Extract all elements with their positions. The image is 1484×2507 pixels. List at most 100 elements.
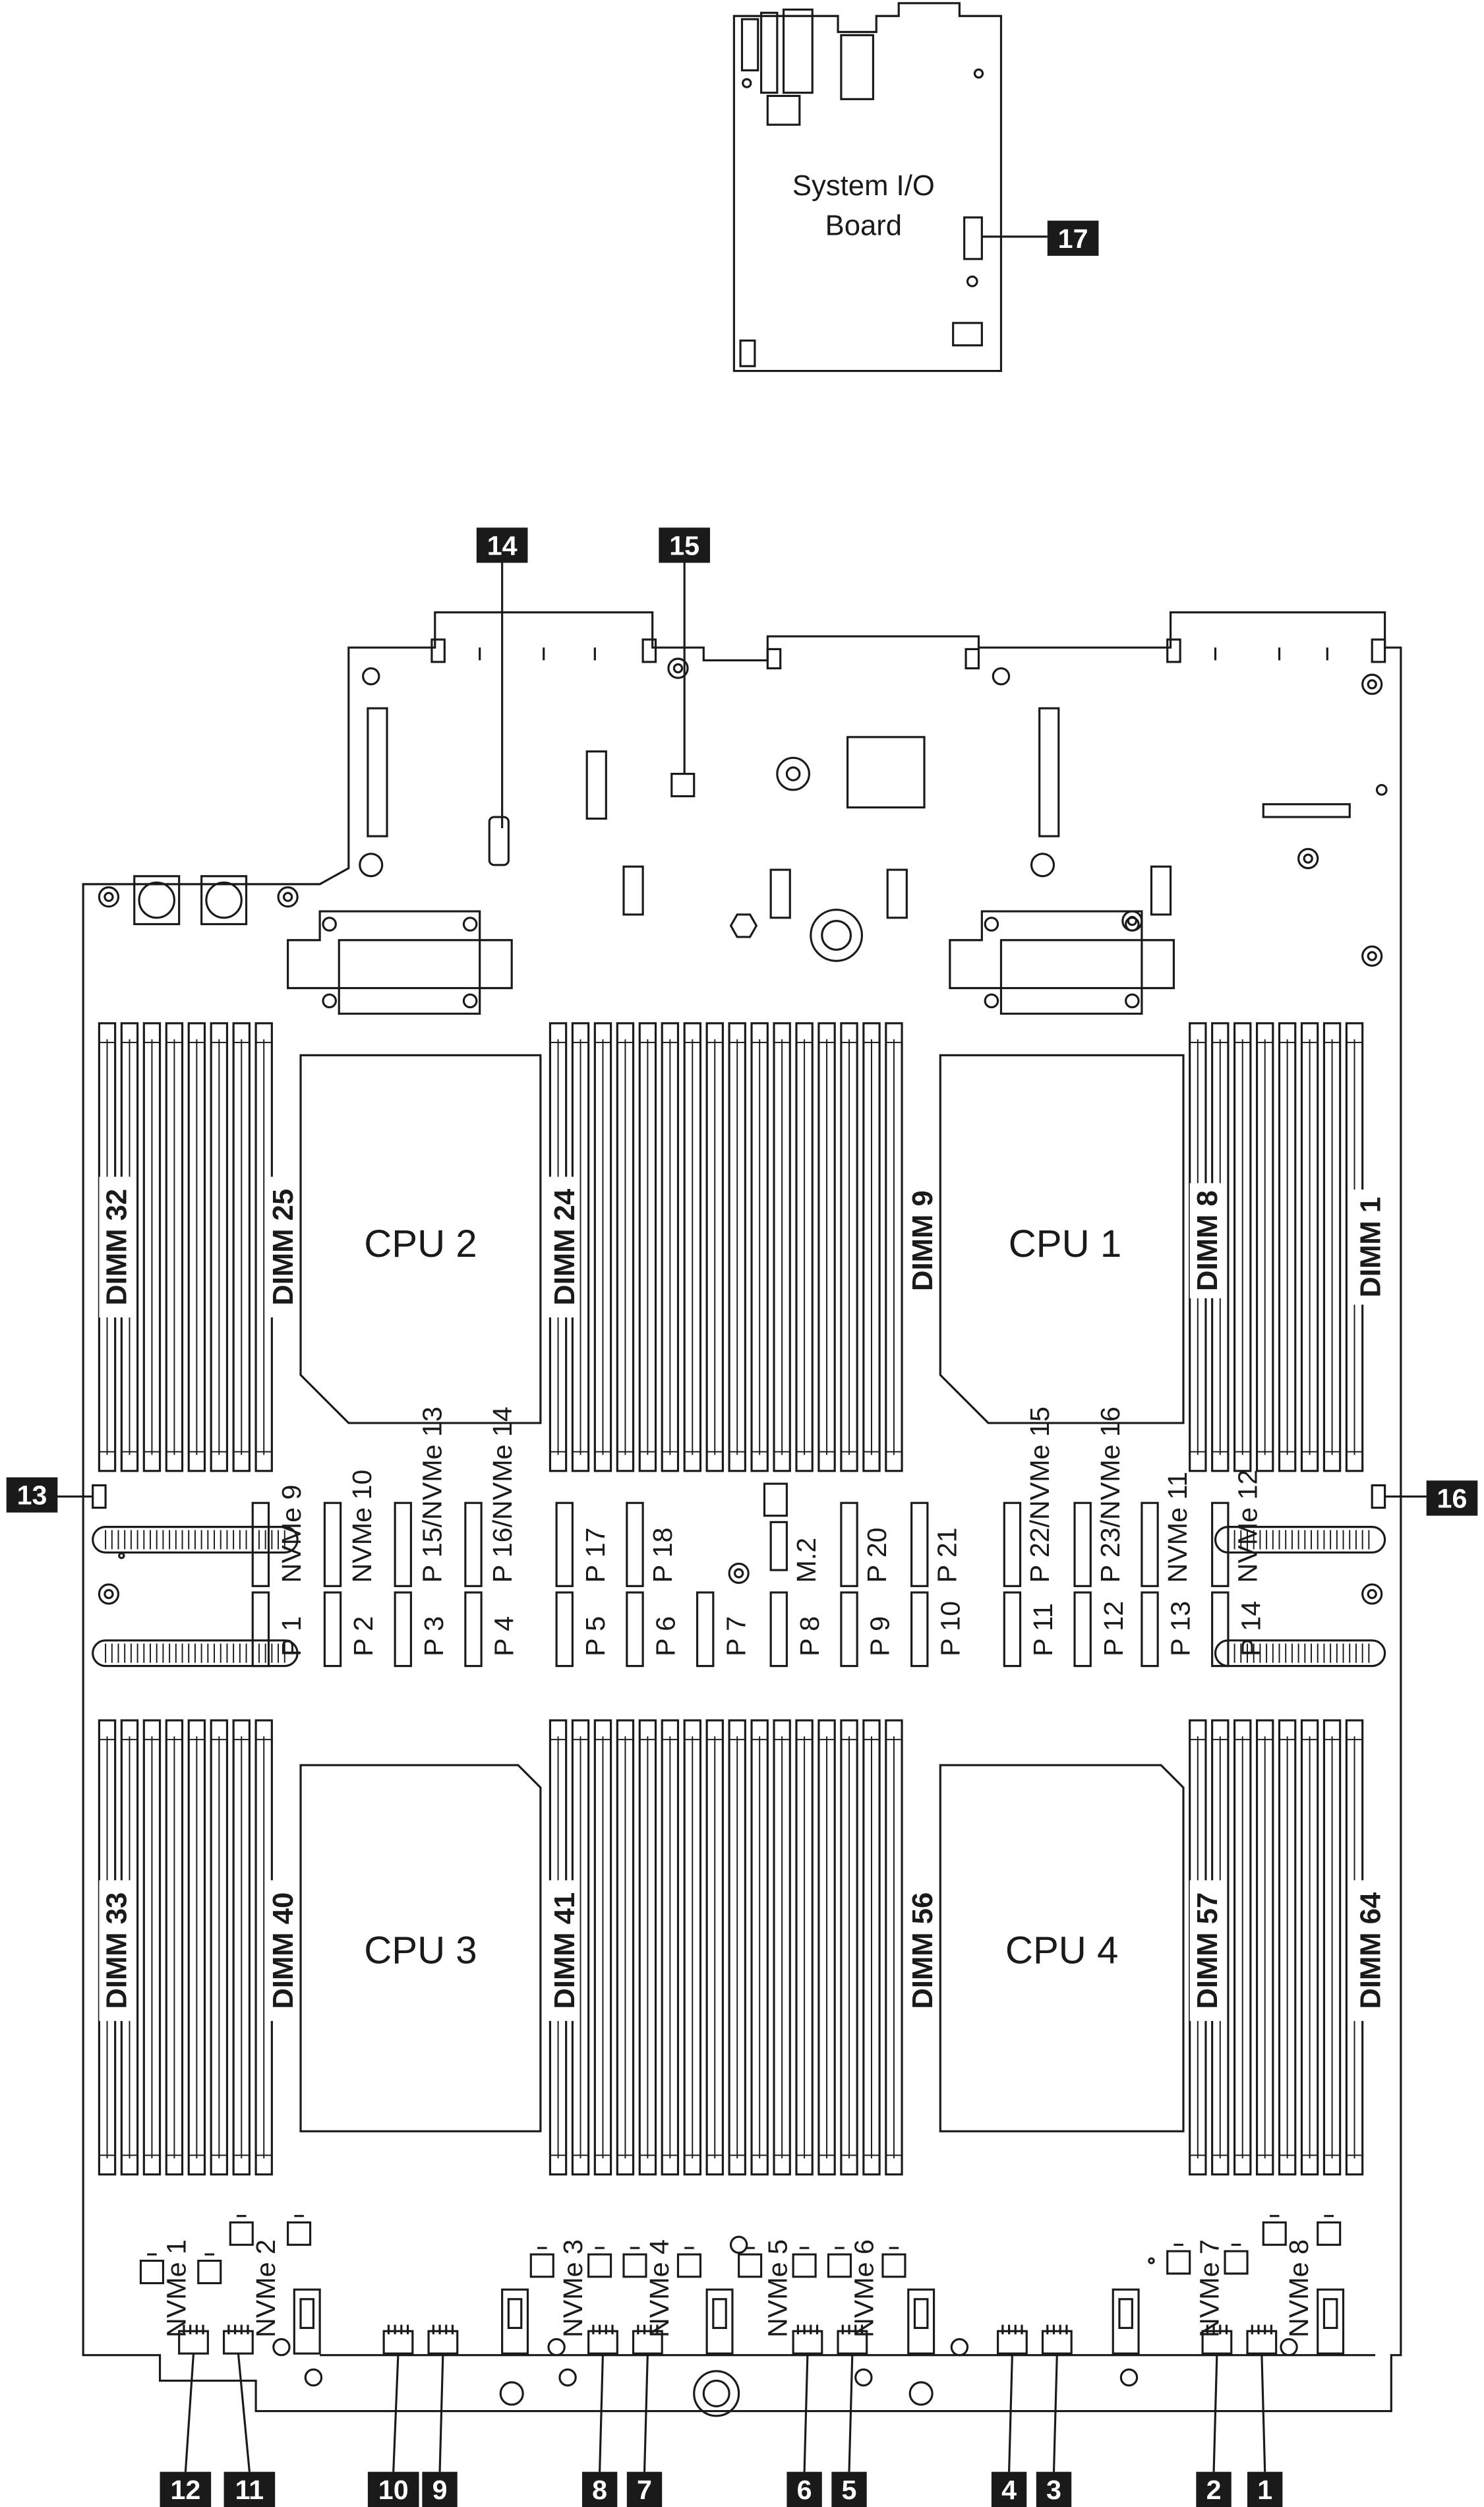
connector-label-bottom: P 12 — [1098, 1601, 1129, 1656]
dimm-slot — [1233, 1022, 1252, 1472]
callout-number: 13 — [17, 1480, 47, 1511]
dimm-slot — [728, 1719, 746, 2176]
fan-connector — [178, 2324, 209, 2355]
connector-label-bottom: P 13 — [1166, 1601, 1196, 1656]
dimm-slot — [165, 1022, 184, 1472]
callout-number: 10 — [378, 2475, 409, 2505]
callout-number: 15 — [669, 530, 699, 560]
nvme-power-connector — [139, 2253, 164, 2285]
callout-9: 9 — [422, 2471, 458, 2507]
dimm-slot — [661, 1719, 680, 2176]
dimm-slot — [683, 1022, 702, 1472]
dimm-slot — [165, 1719, 184, 2176]
callout-number: 14 — [487, 530, 518, 560]
dimm-1-label: DIMM 1 — [1354, 1197, 1386, 1298]
power-connector — [1112, 2288, 1140, 2355]
callout-number: 12 — [170, 2475, 200, 2505]
connector-label-top: P 18 — [647, 1527, 678, 1583]
io-header-connector — [963, 216, 983, 260]
dimm-slot — [817, 1022, 836, 1472]
connector-label-bottom: P 5 — [580, 1616, 610, 1656]
dimm-slot — [840, 1719, 858, 2176]
dimm-slot — [616, 1022, 635, 1472]
callout-number: 5 — [842, 2475, 857, 2505]
connector-label-top: P 20 — [862, 1527, 892, 1583]
connector-label-top: P 21 — [932, 1527, 963, 1583]
dimm-slot — [593, 1022, 612, 1472]
connector-13 — [92, 1484, 107, 1509]
nvme-power-connector — [197, 2253, 222, 2285]
cpu-3-socket — [299, 1764, 542, 2132]
dimm-slot — [750, 1719, 769, 2176]
nvme-power-connector — [587, 2247, 612, 2278]
connector-label-top: P 22/NVMe 15 — [1024, 1406, 1055, 1583]
pcie-connector-area — [92, 1482, 1386, 1668]
mounting-screws — [98, 657, 1388, 2417]
dimm-slot — [638, 1022, 657, 1472]
callout-leader — [184, 2353, 195, 2472]
connector-label-top: M.2 — [791, 1538, 821, 1583]
cpu-sockets: CPU 2 CPU 1 CPU 3 CPU 4 — [299, 1054, 1185, 2132]
nvme-power-connector — [738, 2247, 763, 2278]
callout-leader — [392, 2353, 400, 2472]
dimm-slot — [187, 1719, 206, 2176]
nvme-power-connector — [1262, 2215, 1287, 2246]
callout-number: 7 — [637, 2475, 652, 2505]
nvme-power-connector — [1317, 2215, 1342, 2246]
callout-11: 11 — [223, 2471, 276, 2507]
dimm-25-label: DIMM 25 — [267, 1189, 299, 1306]
fan-connector — [587, 2324, 618, 2355]
power-connector — [293, 2288, 321, 2355]
dimm-9-label: DIMM 9 — [906, 1190, 939, 1291]
connector-label-bottom: P 3 — [419, 1616, 449, 1656]
connector-label-bottom: P 1 — [276, 1616, 307, 1656]
dimm-slot — [1255, 1022, 1274, 1472]
nvme-power-connector — [229, 2215, 254, 2246]
nvme-power-connector — [529, 2247, 554, 2278]
dimm-56-label: DIMM 56 — [906, 1892, 939, 2009]
dimm-57-label: DIMM 57 — [1191, 1892, 1224, 2009]
nvme-power-label: NVMe 8 — [1284, 2239, 1314, 2338]
cpu-3-label: CPU 3 — [364, 1929, 477, 1972]
callout-13: 13 — [6, 1477, 58, 1513]
cpu-4-socket — [939, 1764, 1185, 2132]
system-io-board: System I/O Board — [732, 2, 1048, 373]
callout-number: 8 — [592, 2475, 607, 2505]
fan-connector — [427, 2324, 459, 2355]
nvme-power-label: NVMe 5 — [762, 2239, 792, 2338]
io-board-title-line2: Board — [825, 209, 902, 241]
dimm-slot — [840, 1022, 858, 1472]
power-connector — [501, 2288, 529, 2355]
callout-number: 1 — [1257, 2475, 1272, 2505]
connector-label-bottom: P 10 — [935, 1601, 965, 1656]
cpu-1-socket — [939, 1054, 1185, 1424]
dimm-slot — [750, 1022, 769, 1472]
connector-16 — [1371, 1484, 1386, 1509]
connector-label-top: NVMe 11 — [1162, 1472, 1193, 1583]
connector-label-bottom: P 14 — [1235, 1601, 1266, 1656]
connector-label-bottom: P 4 — [489, 1616, 519, 1656]
dimm-8-label: DIMM 8 — [1191, 1190, 1224, 1291]
nvme-power-connector — [287, 2215, 312, 2246]
connector-label-top: P 16/NVMe 14 — [487, 1406, 518, 1583]
dimm-slot — [232, 1719, 251, 2176]
callout-1: 1 — [1247, 2471, 1283, 2507]
nvme-power-label: NVMe 1 — [161, 2239, 191, 2338]
dimm-slot — [795, 1022, 814, 1472]
callout-leader — [438, 2353, 444, 2472]
fan-connector — [997, 2324, 1028, 2355]
dimm-slot — [142, 1022, 162, 1472]
callout-7: 7 — [626, 2471, 663, 2507]
callout-number: 4 — [1001, 2475, 1017, 2505]
callout-6: 6 — [787, 2471, 822, 2507]
callout-leader — [1008, 2353, 1014, 2472]
dimm-41-label: DIMM 41 — [549, 1892, 581, 2009]
nvme-power-label: NVMe 6 — [848, 2239, 879, 2338]
dimm-slot — [210, 1022, 229, 1472]
dimm-slot — [593, 1719, 612, 2176]
dimm-slot — [187, 1022, 206, 1472]
dimm-slot — [705, 1022, 724, 1472]
